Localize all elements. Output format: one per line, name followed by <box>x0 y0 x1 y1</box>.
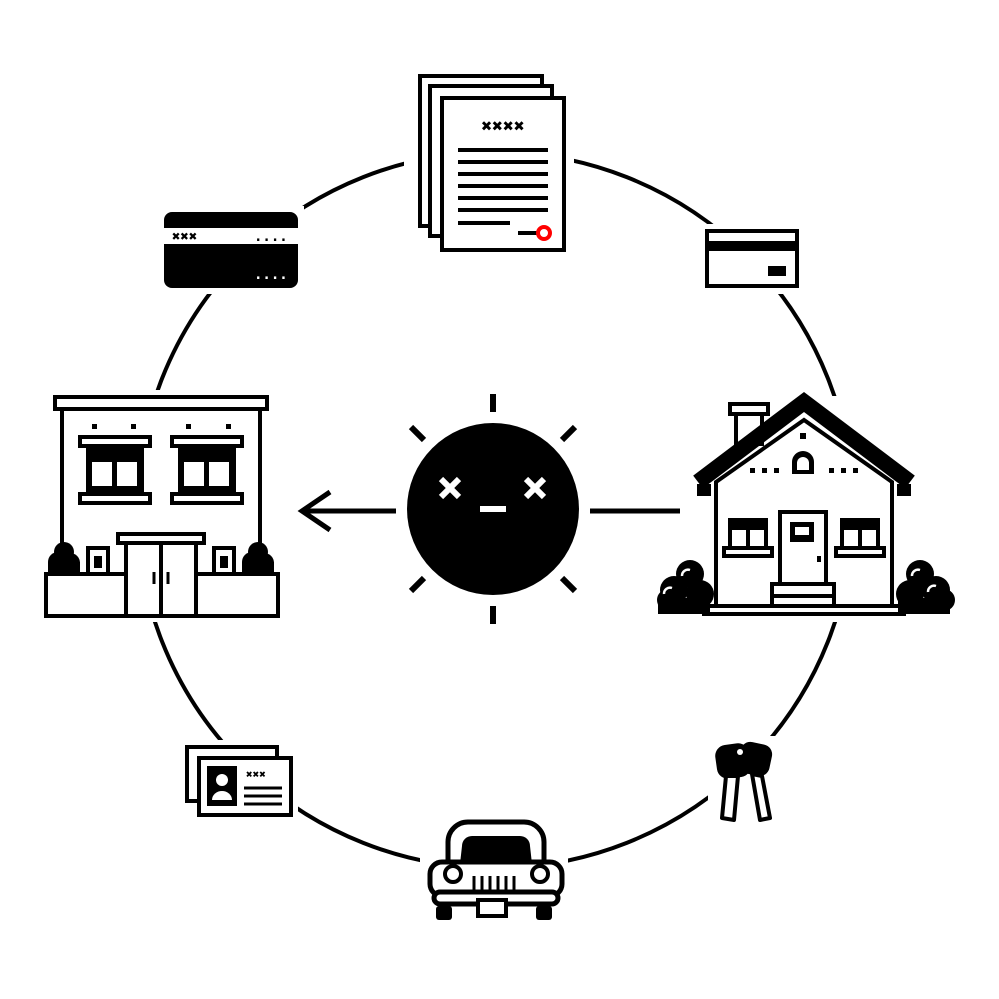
x-eyes <box>438 476 547 500</box>
id-card-icon: ✖✖✖ <box>180 740 298 822</box>
flat-mouth <box>480 506 506 512</box>
sad-sun-icon <box>407 394 579 624</box>
credit-card-icon <box>700 224 804 294</box>
seal-icon <box>536 225 552 241</box>
bank-card-dots-top: .... <box>254 229 288 245</box>
car-icon <box>420 814 568 926</box>
bank-card-icon: ✖✖✖ .... .... <box>158 206 304 294</box>
id-card-header-text: ✖✖✖ <box>246 768 266 781</box>
keys-icon <box>708 736 782 828</box>
bank-card-dots-bottom: .... <box>254 267 288 283</box>
document-header-text: ✖✖✖✖ <box>481 116 524 137</box>
house-icon <box>652 391 956 622</box>
contract-document-icon: ✖✖✖✖ <box>404 68 574 258</box>
bank-card-header-text: ✖✖✖ <box>172 229 197 245</box>
apartment-building-icon <box>42 390 282 622</box>
arrow-left-icon <box>297 489 396 533</box>
